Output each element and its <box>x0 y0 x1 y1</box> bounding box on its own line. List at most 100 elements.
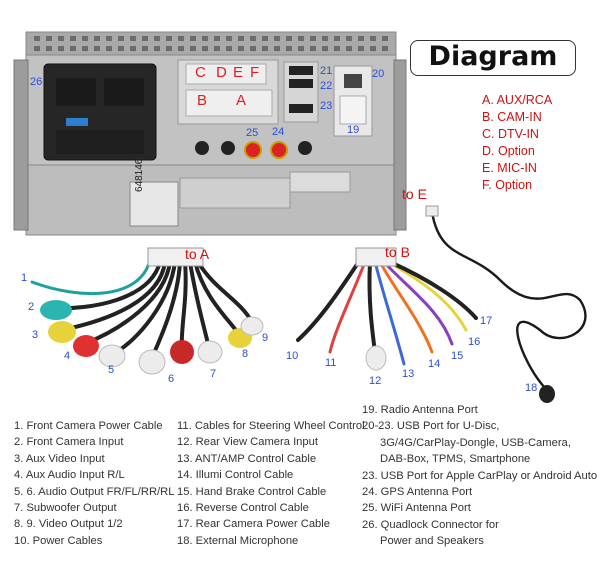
vent-hole <box>46 46 52 51</box>
vent-hole <box>130 36 136 41</box>
vent-hole <box>310 36 316 41</box>
list-item: 16. Reverse Control Cable <box>177 502 309 515</box>
vent-hole <box>250 46 256 51</box>
rca-plug-b <box>365 345 387 371</box>
cable-number: 5 <box>108 364 115 376</box>
list-item: 8. 9. Video Output 1/2 <box>14 518 123 531</box>
vent-hole <box>190 46 196 51</box>
microphone-cable <box>430 211 587 389</box>
list-item: 2. Front Camera Input <box>14 436 124 449</box>
spec-label <box>129 181 179 227</box>
list-item: 20-23. USB Port for U-Disc, <box>362 420 500 433</box>
vent-hole <box>214 46 220 51</box>
cable-number: 14 <box>428 358 441 370</box>
port-number-21: 21 <box>320 65 333 77</box>
cable-number: 12 <box>369 375 382 387</box>
port-list-col-3: 19. Radio Antenna Port 20-23. USB Port f… <box>362 402 597 550</box>
connector-legend: A. AUX/RCA B. CAM-IN C. DTV-IN D. Option… <box>482 92 552 194</box>
vent-hole <box>286 36 292 41</box>
list-item: 26. Quadlock Connector for <box>362 518 499 531</box>
list-item: DAB-Box, TPMS, Smartphone <box>380 453 531 466</box>
port-number-26: 26 <box>30 76 43 88</box>
vent-hole <box>34 46 40 51</box>
quadlock-blue-key <box>66 118 88 126</box>
port-number-20: 20 <box>372 68 385 80</box>
vent-hole <box>310 46 316 51</box>
cable-number: 8 <box>242 348 249 360</box>
vent-hole <box>238 36 244 41</box>
list-item: 18. External Microphone <box>177 534 299 547</box>
vent-hole <box>58 46 64 51</box>
vent-hole <box>382 46 388 51</box>
cable-number: 17 <box>480 315 493 327</box>
connector-a-plug <box>147 247 204 267</box>
cable-list-col-2: 11. Cables for Steering Wheel Control 12… <box>177 418 365 549</box>
list-item: 11. Cables for Steering Wheel Control <box>177 420 365 432</box>
vent-hole <box>370 46 376 51</box>
vent-hole <box>190 36 196 41</box>
vent-hole <box>274 36 280 41</box>
vent-hole <box>226 46 232 51</box>
cable-number: 10 <box>286 350 299 362</box>
vent-hole <box>130 46 136 51</box>
cable-list-col-1: 1. Front Camera Power Cable 2. Front Cam… <box>14 418 174 549</box>
vent-hole <box>274 46 280 51</box>
list-item: 25. WiFi Antenna Port <box>362 502 471 515</box>
legend-item: C. DTV-IN <box>482 127 539 141</box>
port-letter-a: A <box>236 92 247 109</box>
port-number-24: 24 <box>272 126 285 138</box>
list-item: 15. Hand Brake Control Cable <box>177 485 327 498</box>
vent-hole <box>166 36 172 41</box>
vent-holes <box>34 36 388 51</box>
rca-plugs-a <box>40 300 264 375</box>
vent-hole <box>70 46 76 51</box>
connector-b-plug <box>355 247 397 267</box>
vent-hole <box>322 36 328 41</box>
vent-hole <box>358 36 364 41</box>
legend-item: F. Option <box>482 178 533 192</box>
cable-number: 11 <box>325 357 337 369</box>
vent-hole <box>382 36 388 41</box>
external-microphone <box>539 385 555 403</box>
vent-hole <box>370 36 376 41</box>
round-port-3 <box>298 141 312 155</box>
vent-hole <box>94 36 100 41</box>
vent-hole <box>82 36 88 41</box>
vent-hole <box>178 36 184 41</box>
vent-hole <box>346 46 352 51</box>
list-item: 3. Aux Video Input <box>14 452 105 465</box>
vent-hole <box>262 36 268 41</box>
vent-hole <box>58 36 64 41</box>
vent-hole <box>346 36 352 41</box>
port-letter-b: B <box>197 92 208 109</box>
vent-hole <box>46 36 52 41</box>
vent-hole <box>226 36 232 41</box>
vent-hole <box>238 46 244 51</box>
vent-hole <box>166 46 172 51</box>
list-item: 4. Aux Audio Input R/L <box>14 469 125 482</box>
list-item: 24. GPS Antenna Port <box>362 486 473 499</box>
vent-hole <box>34 36 40 41</box>
vent-hole <box>94 46 100 51</box>
vent-hole <box>154 36 160 41</box>
vent-hole <box>178 46 184 51</box>
vent-hole <box>118 36 124 41</box>
vent-hole <box>142 36 148 41</box>
list-item: 5. 6. Audio Output FR/FL/RR/RL <box>14 485 175 498</box>
list-item: 1. Front Camera Power Cable <box>14 420 163 432</box>
cable-number: 4 <box>64 350 71 362</box>
port-letter-c: C <box>195 64 206 81</box>
list-item: 13. ANT/AMP Control Cable <box>177 452 317 465</box>
list-item: 17. Rear Camera Power Cable <box>177 518 330 531</box>
cable-number: 9 <box>262 332 269 344</box>
round-port-1 <box>195 141 209 155</box>
vent-hole <box>214 36 220 41</box>
wifi-antenna-port <box>244 141 262 159</box>
port-number-19: 19 <box>347 124 360 136</box>
top-vent-strip <box>25 31 397 57</box>
vent-hole <box>154 46 160 51</box>
vent-hole <box>118 46 124 51</box>
vent-hole <box>202 36 208 41</box>
